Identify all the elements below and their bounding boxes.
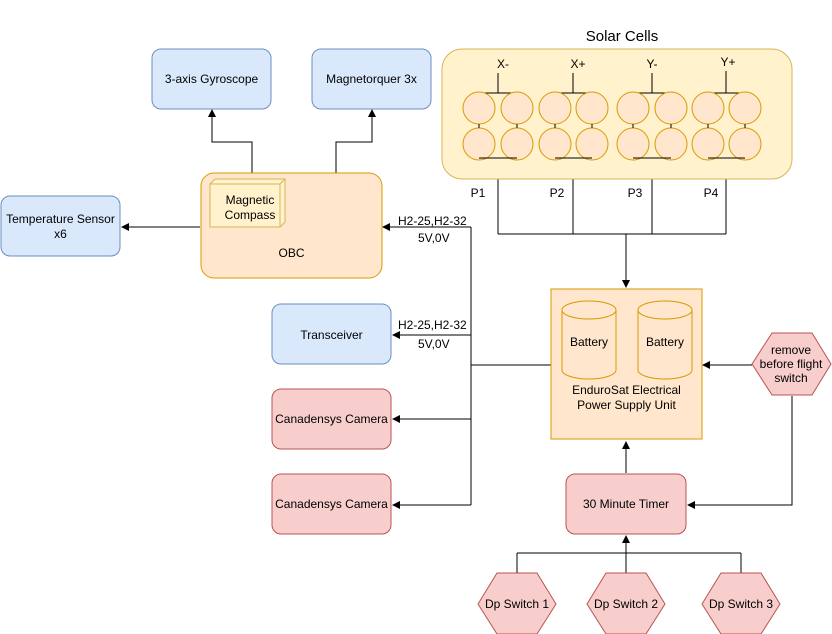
eps-label-line1: EnduroSat Electrical	[572, 383, 681, 397]
rbf-label-line2: before flight	[760, 357, 823, 371]
camera1-label: Canadensys Camera	[275, 412, 388, 426]
dp-switch-1-hexagon	[477, 572, 557, 634]
solar-cell	[462, 91, 496, 125]
solar-panel-label-p2: P2	[550, 186, 565, 200]
timer-node: 30 Minute Timer	[565, 473, 687, 535]
timer-box	[565, 473, 687, 535]
timer-label: 30 Minute Timer	[583, 497, 669, 511]
obc-connector-voltage: 5V,0V	[418, 231, 450, 245]
solar-cell	[728, 91, 762, 125]
eps-node: Battery Battery EnduroSat Electrical Pow…	[550, 288, 703, 440]
rbf-label-line3: switch	[774, 371, 807, 385]
trx-connector-voltage: 5V,0V	[418, 337, 450, 351]
solar-face-label-y-minus: Y-	[647, 57, 658, 71]
dp-switch-2-node: Dp Switch 2	[586, 572, 666, 634]
camera1-box	[271, 388, 392, 450]
solar-cell	[538, 91, 572, 125]
gyroscope-box	[151, 48, 272, 110]
transceiver-box	[271, 303, 392, 365]
solar-cells-title: Solar Cells	[586, 28, 659, 45]
dp-switch-2-label: Dp Switch 2	[594, 597, 658, 611]
battery1-body	[561, 310, 617, 380]
temp-sensor-node: Temperature Sensor x6	[0, 195, 121, 257]
solar-face-label-x-minus: X-	[497, 57, 509, 71]
dp-switch-3-node: Dp Switch 3	[701, 572, 781, 634]
dp-switch-2-hexagon	[586, 572, 666, 634]
solar-cells-group: Solar Cells X- X+ Y- Y+	[441, 28, 793, 180]
solar-cell	[575, 91, 609, 125]
dp-switch-1-label: Dp Switch 1	[485, 597, 549, 611]
solar-pair-y-minus	[616, 73, 688, 161]
transceiver-node: Transceiver	[271, 303, 392, 365]
compass-label-line2: Compass	[225, 208, 276, 222]
solar-pair-x-minus	[462, 73, 534, 161]
compass-label-line1: Magnetic	[226, 193, 275, 207]
solar-cell	[616, 91, 650, 125]
magnetic-compass-node: Magnetic Compass	[209, 178, 286, 228]
rbf-to-timer-arrow	[687, 396, 793, 509]
battery1-top	[561, 300, 617, 320]
solar-panel-label-p3: P3	[628, 186, 643, 200]
magnetorquer-box	[311, 48, 432, 110]
gyroscope-label: 3-axis Gyroscope	[165, 72, 259, 86]
compass-cube-outline	[209, 178, 286, 228]
solar-pair-x-plus	[538, 73, 609, 161]
magnetorquer-node: Magnetorquer 3x	[311, 48, 432, 110]
obc-node: Magnetic Compass OBC	[200, 172, 383, 279]
rbf-label-line1: remove	[771, 343, 811, 357]
battery2-node: Battery	[637, 300, 693, 380]
solar-cell	[728, 127, 762, 161]
camera2-label: Canadensys Camera	[275, 497, 388, 511]
solar-cell	[691, 91, 725, 125]
remove-before-flight-node: remove before flight switch	[751, 332, 832, 396]
solar-face-label-y-plus: Y+	[720, 55, 735, 69]
trx-connector-pins: H2-25,H2-32	[398, 318, 467, 332]
temp-sensor-label-line2: x6	[54, 227, 67, 241]
camera2-node: Canadensys Camera	[271, 473, 392, 535]
solar-cell	[654, 91, 688, 125]
obc-connector-pins: H2-25,H2-32	[398, 214, 467, 228]
battery1-label: Battery	[570, 335, 608, 349]
camera1-node: Canadensys Camera	[271, 388, 392, 450]
solar-cell	[500, 91, 534, 125]
solar-cell	[500, 127, 534, 161]
solar-cell	[616, 127, 650, 161]
solar-panel-label-p1: P1	[471, 186, 486, 200]
temp-sensor-box	[0, 195, 121, 257]
solar-panel-label-p4: P4	[704, 186, 719, 200]
solar-cell	[538, 127, 572, 161]
battery1-node: Battery	[561, 300, 617, 380]
obc-label: OBC	[278, 246, 304, 260]
dp-switch-3-hexagon	[701, 572, 781, 634]
solar-cell	[462, 127, 496, 161]
camera2-box	[271, 473, 392, 535]
gyroscope-node: 3-axis Gyroscope	[151, 48, 272, 110]
battery2-label: Battery	[646, 335, 684, 349]
battery2-body	[637, 310, 693, 380]
solar-cell	[575, 127, 609, 161]
solar-pair-y-plus	[691, 71, 762, 161]
solar-cell	[654, 127, 688, 161]
temp-sensor-label-line1: Temperature Sensor	[6, 212, 115, 226]
magnetorquer-label: Magnetorquer 3x	[326, 72, 417, 86]
eps-label-line2: Power Supply Unit	[577, 398, 676, 412]
obc-to-magnetorquer-arrow	[335, 109, 376, 173]
obc-to-gyroscope-arrow	[208, 109, 253, 173]
dp-switch-3-label: Dp Switch 3	[709, 597, 773, 611]
rbf-hexagon	[751, 332, 832, 396]
solar-face-label-x-plus: X+	[570, 57, 585, 71]
battery2-top	[637, 300, 693, 320]
solar-cell	[691, 127, 725, 161]
transceiver-label: Transceiver	[300, 328, 362, 342]
dp-switch-1-node: Dp Switch 1	[477, 572, 557, 634]
